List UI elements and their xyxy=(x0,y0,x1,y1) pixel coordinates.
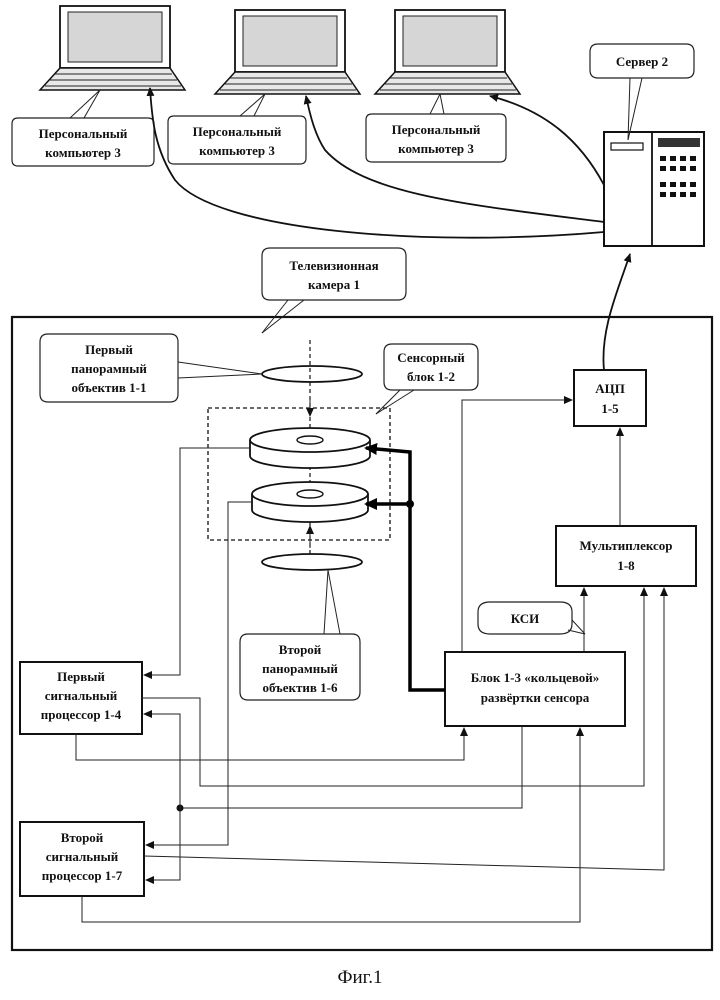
processor-1-label-line2: сигнальный xyxy=(45,688,118,703)
link-proc-2-mux xyxy=(144,588,664,870)
lens-2-label-line2: панорамный xyxy=(262,661,338,676)
sensor-label-line1: Сенсорный xyxy=(397,350,465,365)
callout-camera: Телевизионная камера 1 xyxy=(262,248,406,333)
lens-2-shape xyxy=(262,554,362,570)
laptop-2-icon xyxy=(215,10,360,94)
multiplexer-label-line1: Мультиплексор xyxy=(579,538,672,553)
callout-lens-1: Первый панорамный объектив 1-1 xyxy=(40,334,262,402)
callout-server: Сервер 2 xyxy=(590,44,694,140)
lens-1-label-line2: панорамный xyxy=(71,361,147,376)
processor-2-label-line3: процессор 1-7 xyxy=(42,868,123,883)
link-sensor-1-proc-1 xyxy=(144,448,250,675)
lens-2-label-line1: Второй xyxy=(279,642,322,657)
scan-block-label-line2: развёртки сенсора xyxy=(481,690,590,705)
link-adc-server xyxy=(603,254,630,370)
laptop-1-icon xyxy=(40,6,185,90)
pc-3-label-line1: Персональный xyxy=(392,122,481,137)
processor-1-label-line3: процессор 1-4 xyxy=(41,707,122,722)
figure-caption: Фиг.1 xyxy=(337,967,382,988)
callout-lens-2: Второй панорамный объектив 1-6 xyxy=(240,570,360,700)
pc-2-label-line1: Персональный xyxy=(193,124,282,139)
camera-label-line2: камера 1 xyxy=(308,277,360,292)
scan-block-box xyxy=(445,652,625,726)
link-clock-proc-2 xyxy=(146,808,180,880)
multiplexer-label-line2: 1-8 xyxy=(617,558,635,573)
scan-block-label-line1: Блок 1-3 «кольцевой» xyxy=(471,670,600,685)
processor-2-label-line2: сигнальный xyxy=(46,849,119,864)
link-server-pc-3 xyxy=(490,96,604,185)
camera-label-line1: Телевизионная xyxy=(289,258,378,273)
scan-bus-vertical xyxy=(410,504,445,690)
ksi-label: КСИ xyxy=(511,611,540,626)
pc-2-label-line2: компьютер 3 xyxy=(199,143,275,158)
server-label: Сервер 2 xyxy=(616,54,668,69)
scan-bus-to-sensor-1 xyxy=(366,448,410,504)
processor-2-label-line1: Второй xyxy=(61,830,104,845)
pc-1-label-line2: компьютер 3 xyxy=(45,145,121,160)
pc-1-label-line1: Персональный xyxy=(39,126,128,141)
pc-3-label-line2: компьютер 3 xyxy=(398,141,474,156)
callout-pc-3: Персональный компьютер 3 xyxy=(366,94,506,162)
link-sensor-2-proc-2 xyxy=(146,502,252,845)
link-scan-clock xyxy=(180,726,522,808)
callout-pc-1: Персональный компьютер 3 xyxy=(12,90,154,166)
lens-1-label-line1: Первый xyxy=(85,342,133,357)
server-icon xyxy=(604,132,704,246)
sensor-disk-1 xyxy=(250,428,370,468)
processor-1-label-line1: Первый xyxy=(57,669,105,684)
lens-2-label-line3: объектив 1-6 xyxy=(263,680,338,695)
callout-pc-2: Персональный компьютер 3 xyxy=(168,94,306,164)
adc-box xyxy=(574,370,646,426)
sensor-label-line2: блок 1-2 xyxy=(407,369,455,384)
sensor-disk-2 xyxy=(252,482,368,522)
lens-1-label-line3: объектив 1-1 xyxy=(72,380,147,395)
callout-ksi: КСИ xyxy=(478,602,585,634)
multiplexer-box xyxy=(556,526,696,586)
adc-label-line2: 1-5 xyxy=(601,401,619,416)
link-proc-2-scan xyxy=(82,728,580,922)
adc-label-line1: АЦП xyxy=(595,381,625,396)
callout-sensor: Сенсорный блок 1-2 xyxy=(376,344,478,414)
scan-bus-junction xyxy=(406,500,414,508)
laptop-3-icon xyxy=(375,10,520,94)
link-clock-proc-1 xyxy=(144,714,180,808)
lens-1-shape xyxy=(262,366,362,382)
